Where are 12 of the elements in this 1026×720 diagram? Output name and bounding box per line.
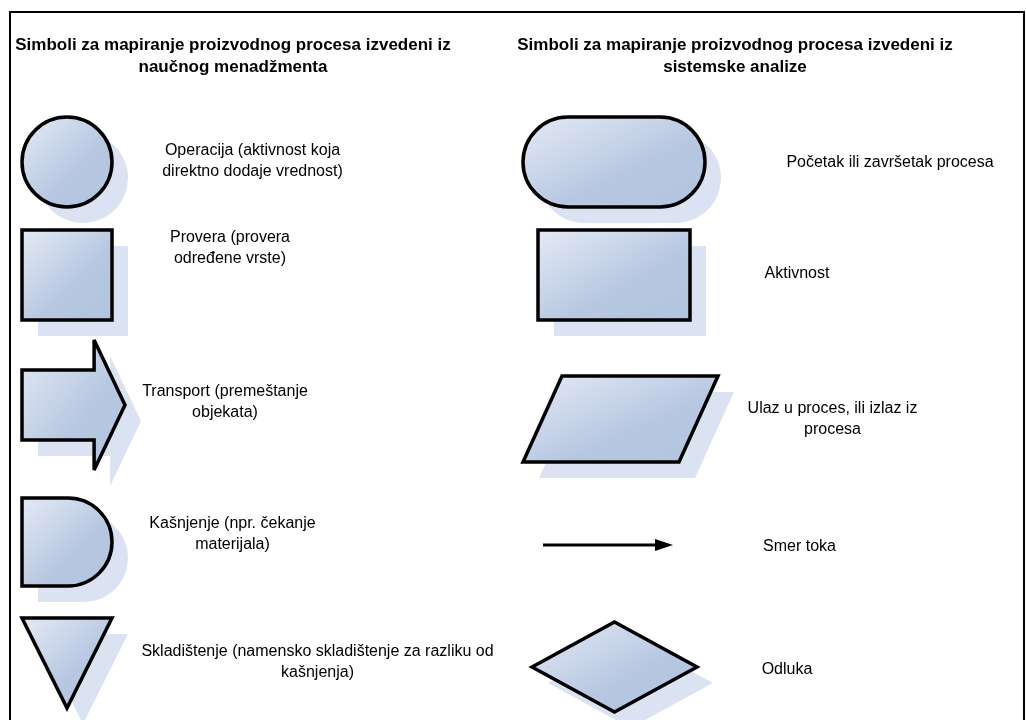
symbol-description: Smer toka: [762, 536, 837, 556]
symbol-description: Odluka: [760, 659, 814, 679]
symbol-description: Operacija (aktivnost koja direktno dodaje vrednost): [161, 140, 344, 181]
symbol-description: Ulaz u proces, ili izlaz iz procesa: [746, 398, 919, 439]
symbol-description: Početak ili završetak procesa: [785, 152, 995, 172]
symbol-description: Kašnjenje (npr. čekanje materijala): [148, 513, 317, 554]
symbol-description: Skladištenje (namensko skladištenje za razliku od kašnjenja): [140, 641, 495, 682]
column-heading: Simboli za mapiranje proizvodnog procesa izvedeni iz sistemske analize: [516, 34, 954, 78]
column-heading: Simboli za mapiranje proizvodnog procesa izvedeni iz naučnog menadžmenta: [14, 34, 452, 78]
symbol-description: Transport (premeštanje objekata): [141, 381, 309, 422]
symbol-description: Provera (provera određene vrste): [168, 227, 291, 268]
symbol-description: Aktivnost: [763, 263, 831, 283]
